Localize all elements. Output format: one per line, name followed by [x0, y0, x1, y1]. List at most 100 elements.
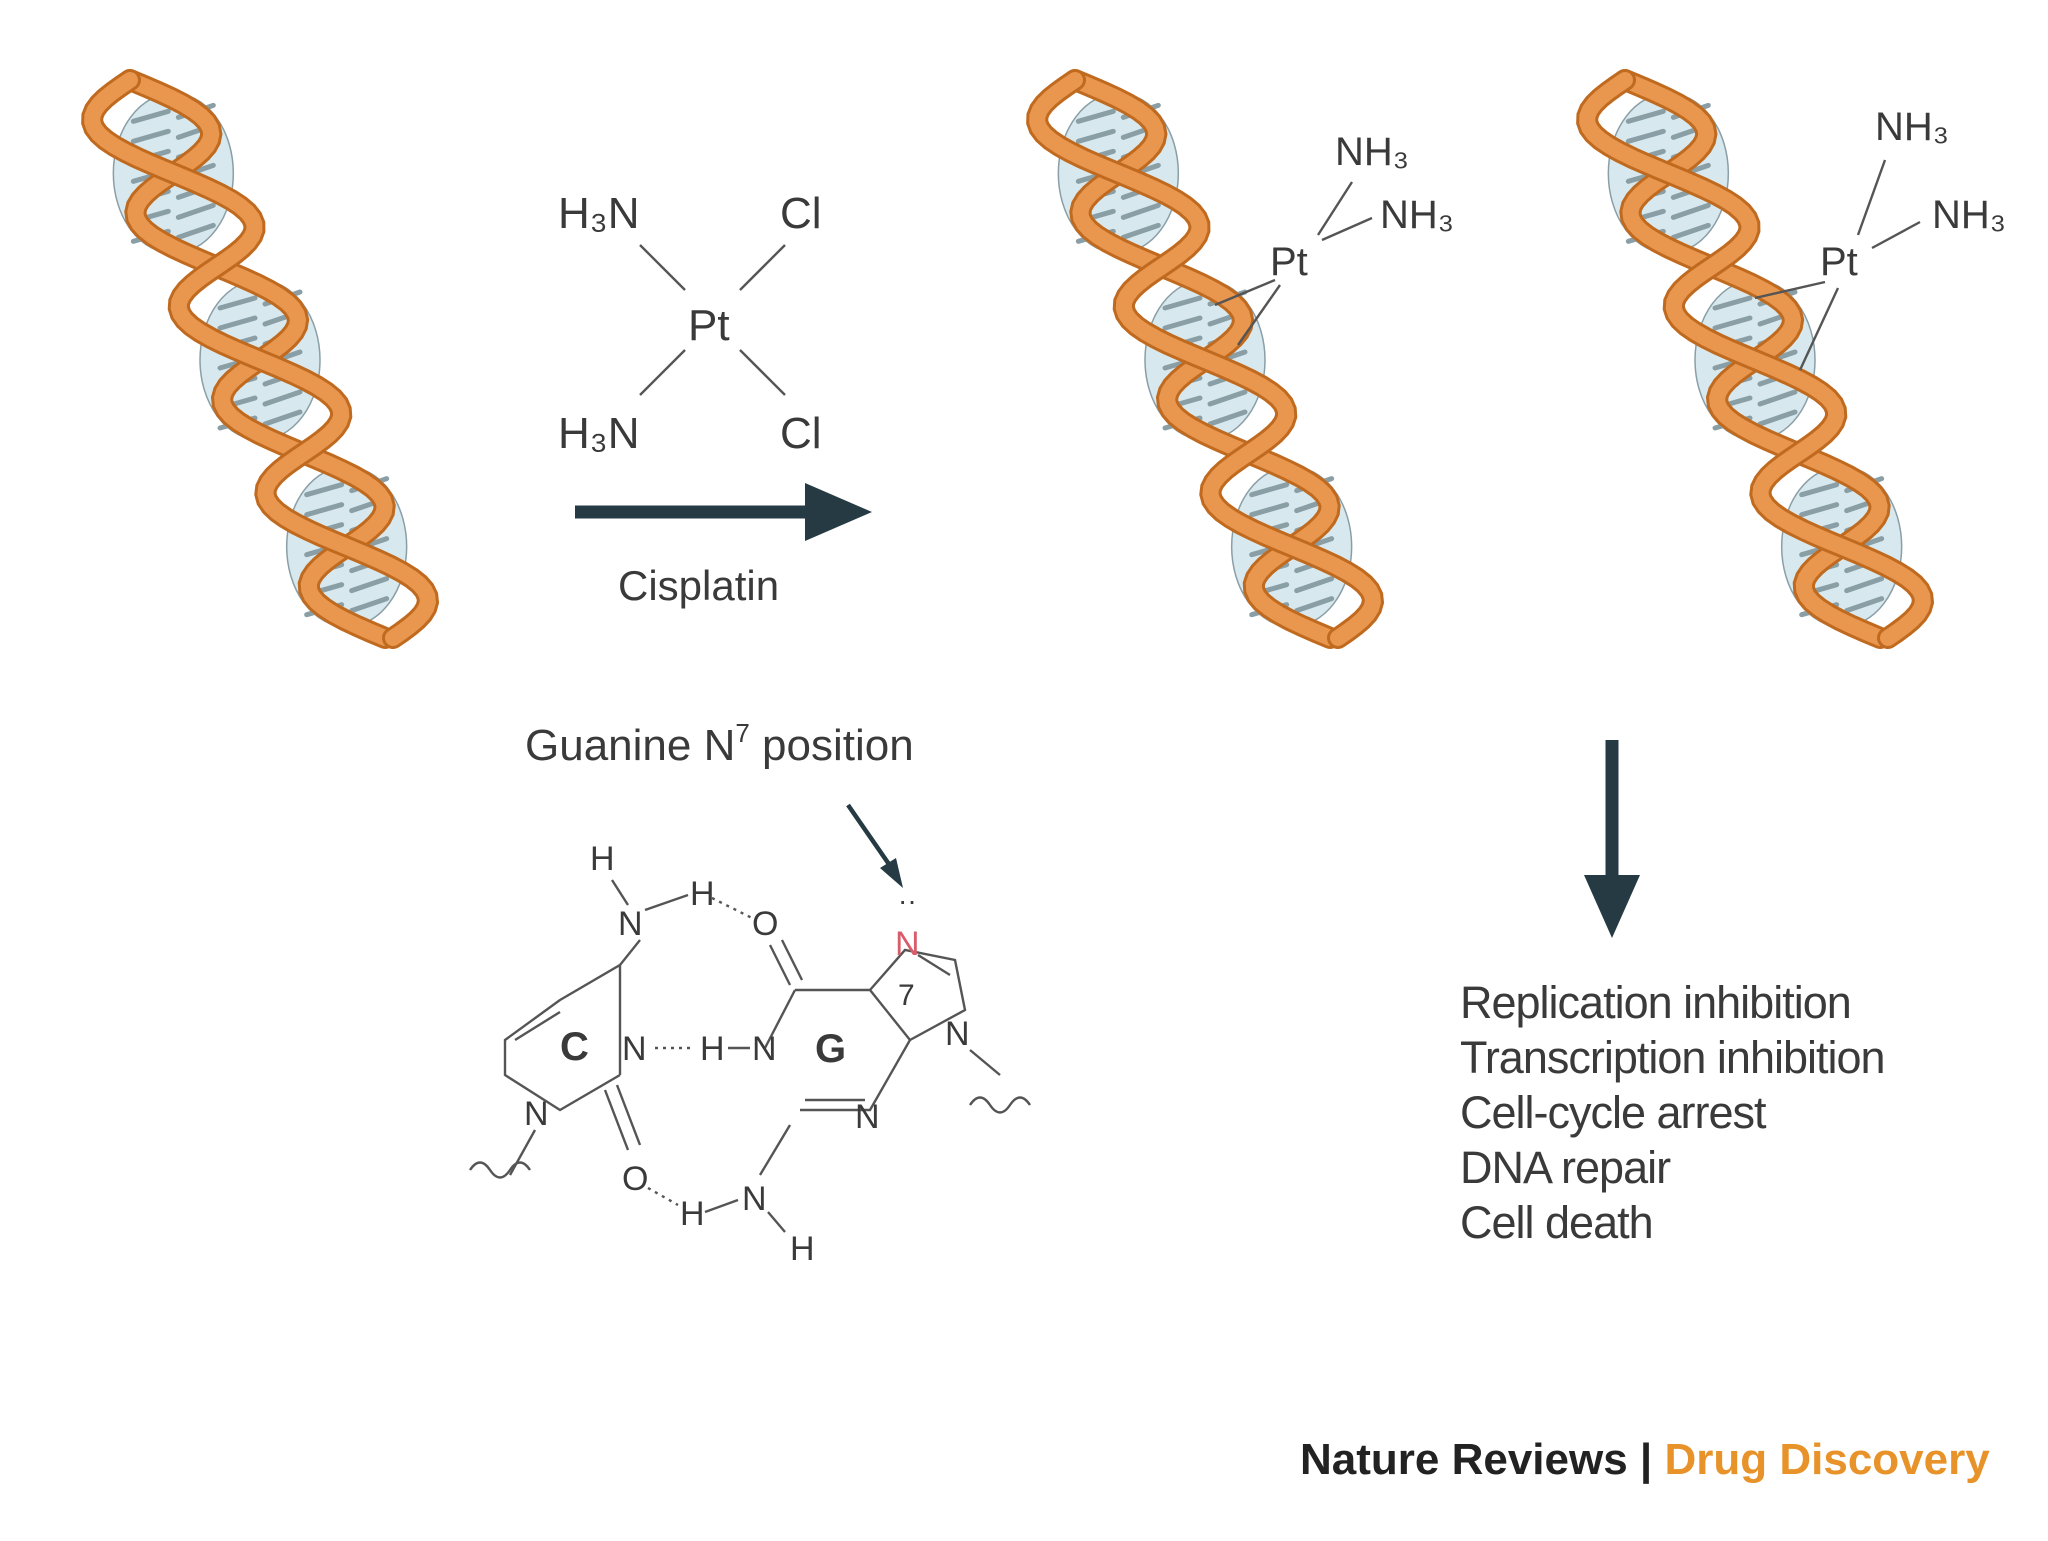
reaction-arrow: Cisplatin	[575, 483, 872, 609]
guanine-five-ring	[869, 948, 967, 1042]
cytosine-n1: N	[524, 1095, 549, 1133]
dna-helix-intrastrand-adduct	[1026, 69, 1385, 649]
guanine-h2a: H	[680, 1195, 705, 1233]
effect-dna-repair: DNA repair	[1460, 1142, 1671, 1193]
base-rung	[1294, 576, 1335, 594]
base-rung	[1625, 108, 1666, 124]
guanine-n7-callout: Guanine N7 position	[525, 718, 914, 888]
base-rung	[1249, 482, 1290, 498]
journal-name: Nature Reviews	[1300, 1435, 1628, 1484]
base-rung	[130, 128, 171, 144]
journal-section: Drug Discovery	[1664, 1435, 1990, 1484]
base-rung	[1120, 222, 1161, 240]
backbone-strand-2	[1579, 72, 1932, 646]
guanine-n2: N	[742, 1180, 767, 1218]
bond-pt-cl-bottom	[739, 349, 786, 396]
bond-adduct2-dna-b	[1798, 287, 1840, 371]
adduct-2-ligands: NH₃ NH₃ Pt	[1754, 105, 2006, 371]
adduct-1-ligands: NH₃ NH₃ Pt	[1214, 130, 1454, 346]
adduct-2-nh3-a: NH₃	[1875, 105, 1949, 149]
base-rung	[1120, 202, 1161, 220]
cytosine-h-bond: H	[690, 875, 715, 913]
cytosine-o2: O	[622, 1160, 648, 1198]
guanine-letter: G	[815, 1027, 846, 1071]
effect-cell-death: Cell death	[1460, 1197, 1654, 1248]
guanine-n7-label: Guanine N7 position	[525, 718, 914, 770]
bond-pt-nh3-top	[639, 244, 686, 291]
base-rung	[304, 482, 345, 498]
journal-credit: Nature Reviews | Drug Discovery	[1300, 1435, 1990, 1485]
base-rung	[175, 222, 216, 240]
adduct-1-nh3-b: NH₃	[1380, 193, 1454, 237]
bond-pt-cl-top	[739, 244, 786, 291]
cellular-effects-list: Replication inhibition Transcription inh…	[1460, 975, 1886, 1250]
guanine-n1: N	[752, 1030, 777, 1068]
base-rung	[349, 596, 390, 614]
guanine-h1: H	[700, 1030, 725, 1068]
base-rung	[1712, 315, 1753, 331]
base-rung	[1162, 315, 1203, 331]
cg-base-pair: C N N N H H O O H N G N ·· 7 N N N H H	[469, 840, 1031, 1268]
bond-adduct1-a	[1316, 181, 1354, 236]
base-rung	[1075, 128, 1116, 144]
cytosine-letter: C	[560, 1025, 589, 1069]
cisplatin-ligand-cl-top: Cl	[780, 189, 822, 238]
cytosine-n3: N	[622, 1030, 647, 1068]
cisplatin-ligand-cl-bottom: Cl	[780, 409, 822, 458]
adduct-2-nh3-b: NH₃	[1932, 193, 2006, 237]
bond-adduct2-b	[1871, 220, 1921, 250]
base-rung	[304, 502, 345, 518]
base-rung	[1757, 389, 1798, 407]
effect-replication-inhibition: Replication inhibition	[1460, 977, 1852, 1028]
journal-separator: |	[1627, 1435, 1665, 1484]
base-rung	[1757, 409, 1798, 427]
adduct-1-nh3-a: NH₃	[1335, 130, 1409, 174]
base-rung	[262, 409, 303, 427]
base-rung	[1294, 596, 1335, 614]
cytosine-n4: N	[618, 905, 643, 943]
cisplatin-structure: H₃N Cl Pt H₃N Cl	[558, 189, 822, 458]
cisplatin-platinum: Pt	[688, 301, 730, 350]
guanine-h2b: H	[790, 1230, 815, 1268]
guanine-o6: O	[752, 905, 778, 943]
base-rung	[217, 315, 258, 331]
guanine-n7-lone-pair: ··	[898, 885, 917, 916]
bond-adduct1-dna-a	[1214, 278, 1276, 307]
base-rung	[1844, 596, 1885, 614]
cisplatin-ligand-nh3-bottom: H₃N	[558, 409, 639, 458]
adduct-1-platinum: Pt	[1270, 240, 1308, 284]
base-rung	[1799, 502, 1840, 518]
backbone-strand-2	[84, 72, 437, 646]
base-rung	[1625, 128, 1666, 144]
bond-adduct2-a	[1856, 159, 1887, 236]
base-rung	[1670, 222, 1711, 240]
bond-adduct1-b	[1321, 216, 1373, 242]
guanine-n7-number: 7	[898, 979, 915, 1012]
base-rung	[1207, 409, 1248, 427]
base-rung	[1712, 295, 1753, 311]
guanine-n7-atom: N	[895, 925, 920, 963]
base-rung	[1799, 482, 1840, 498]
base-rung	[175, 202, 216, 220]
base-rung	[262, 389, 303, 407]
backbone-strand-2	[1029, 72, 1382, 646]
cisplatin-ligand-nh3-top: H₃N	[558, 189, 639, 238]
cytosine-h-top: H	[590, 840, 615, 878]
outcome-arrow	[1584, 740, 1640, 938]
adduct-2-platinum: Pt	[1820, 240, 1858, 284]
base-rung	[1207, 389, 1248, 407]
base-rung	[1075, 108, 1116, 124]
dna-helix-untreated	[81, 69, 440, 649]
base-rung	[349, 576, 390, 594]
bond-adduct2-dna-a	[1754, 280, 1826, 300]
reaction-arrow-label: Cisplatin	[618, 562, 779, 609]
base-rung	[1844, 576, 1885, 594]
dna-helix-interstrand-adduct	[1576, 69, 1935, 649]
effect-transcription-inhibition: Transcription inhibition	[1460, 1032, 1886, 1083]
base-rung	[1670, 202, 1711, 220]
effect-cell-cycle-arrest: Cell-cycle arrest	[1460, 1087, 1767, 1138]
guanine-n3: N	[855, 1098, 880, 1136]
guanine-n9: N	[945, 1015, 970, 1053]
